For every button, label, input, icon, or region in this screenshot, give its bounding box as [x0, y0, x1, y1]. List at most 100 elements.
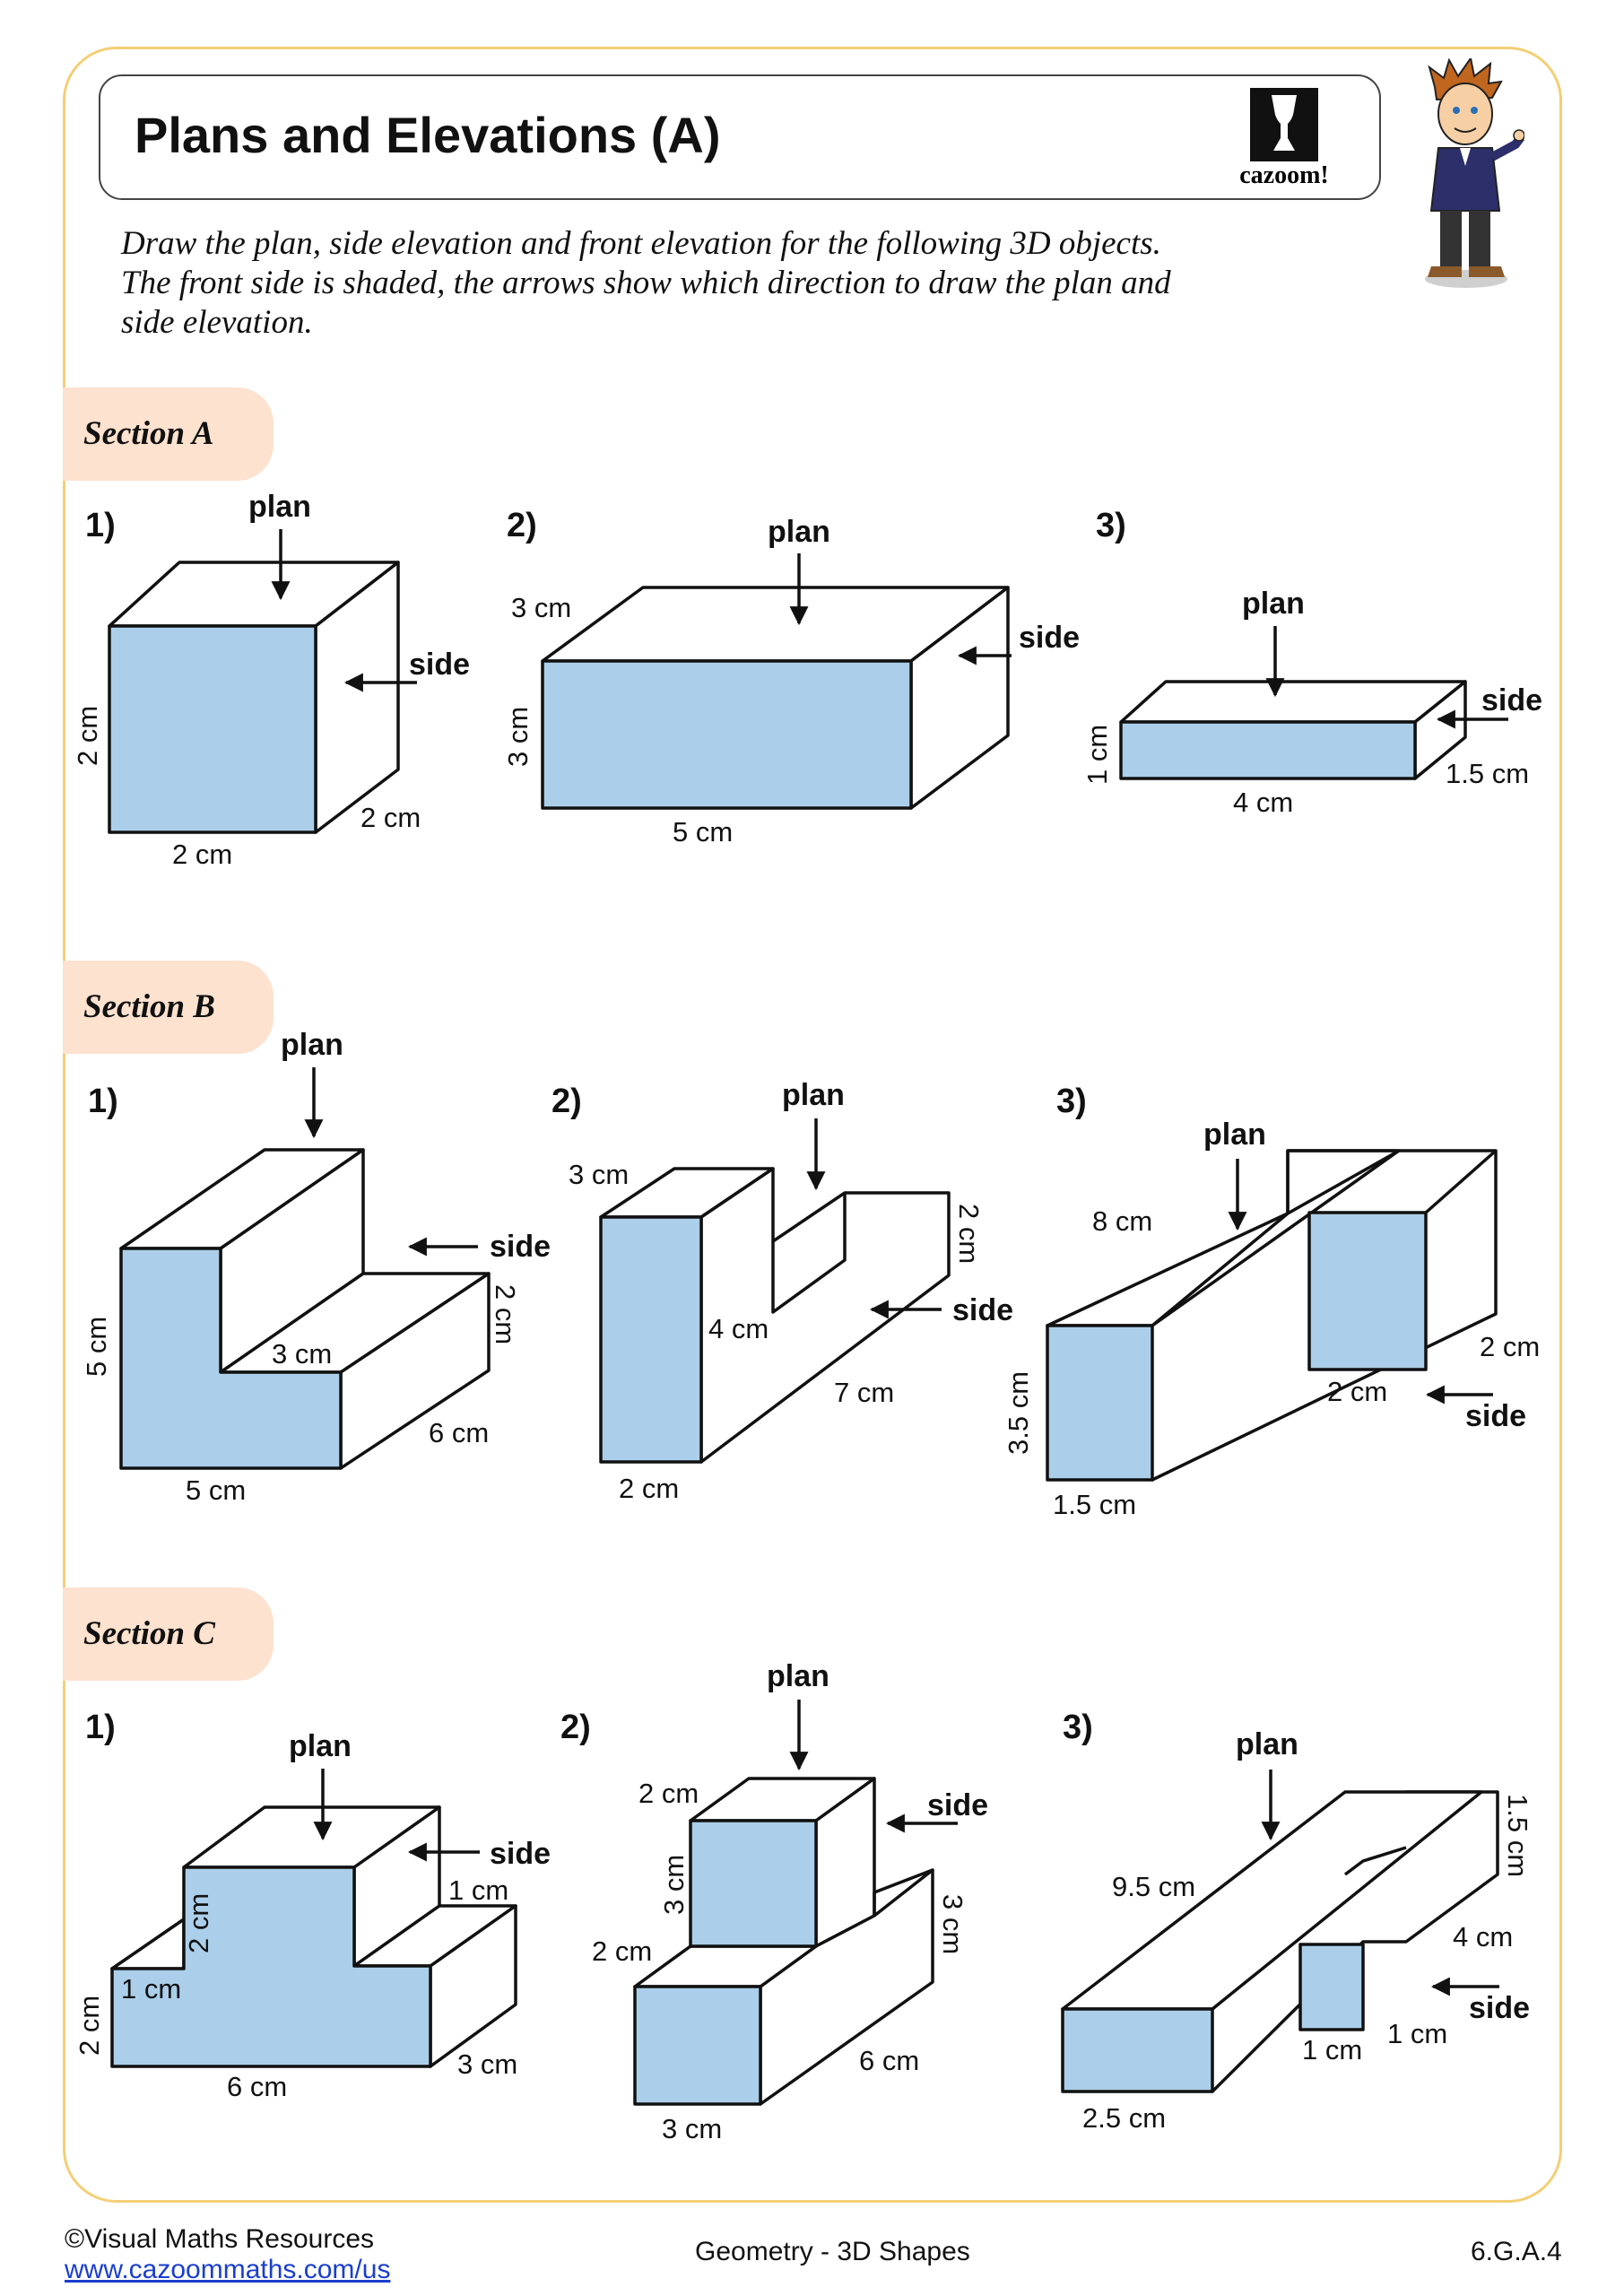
- section-c-tab: [63, 1587, 274, 1681]
- instructions-line-3: side elevation.: [121, 304, 313, 341]
- a2-width-label: 5 cm: [673, 816, 733, 848]
- inner-face: [1307, 1211, 1428, 1371]
- c3-mid-label: 4 cm: [1453, 1921, 1513, 1952]
- c1-left-step-label: 1 cm: [121, 1973, 181, 2005]
- page-frame: [63, 47, 1562, 2203]
- b2-inner-label: 4 cm: [708, 1313, 769, 1344]
- front-face: [110, 1866, 432, 2068]
- b3-height-label: 3.5 cm: [1003, 1371, 1034, 1455]
- a1-height-label: 2 cm: [72, 706, 103, 766]
- c3-length-label: 9.5 cm: [1112, 1871, 1195, 1902]
- c3-width-label: 2.5 cm: [1082, 2102, 1166, 2134]
- front-face: [1119, 720, 1417, 780]
- a2-plan-label: plan: [768, 515, 830, 549]
- b3-inner-width-label: 2 cm: [1327, 1376, 1387, 1407]
- c2-top-height-label: 3 cm: [658, 1855, 690, 1915]
- footer-website-link[interactable]: www.cazoommaths.com/us: [65, 2255, 391, 2284]
- section-c-q2-solid: [633, 1777, 934, 2106]
- b3-width-label: 1.5 cm: [1053, 1489, 1136, 1520]
- c2-plan-label: plan: [767, 1659, 829, 1693]
- instructions-line-2: The front side is shaded, the arrows sho…: [121, 265, 1171, 301]
- b2-top-depth-label: 3 cm: [569, 1159, 629, 1190]
- top-front-face: [689, 1819, 818, 1948]
- front-face: [599, 1215, 703, 1464]
- b2-width-label: 2 cm: [619, 1473, 679, 1504]
- c3-small-width-label: 1 cm: [1302, 2034, 1362, 2066]
- cazoom-logo: cazoom!: [1239, 88, 1329, 189]
- b1-height-label: 5 cm: [81, 1317, 112, 1377]
- front-face: [541, 659, 913, 810]
- b1-step-height-label: 2 cm: [490, 1284, 521, 1344]
- c3-tail-label: 1.5 cm: [1502, 1794, 1533, 1877]
- a3-side-label: side: [1481, 683, 1542, 718]
- b3-inner-height-label: 2 cm: [1480, 1331, 1540, 1362]
- logo-text: cazoom!: [1239, 161, 1329, 189]
- a2-height-label: 3 cm: [502, 707, 534, 767]
- b2-side-label: side: [952, 1293, 1013, 1327]
- section-a-q1-number: 1): [85, 507, 116, 544]
- section-c-q3-number: 3): [1063, 1709, 1093, 1746]
- c1-width-label: 6 cm: [227, 2071, 287, 2102]
- section-b-q2-number: 2): [551, 1083, 582, 1120]
- b2-depth-label: 7 cm: [834, 1377, 894, 1408]
- instructions-line-1: Draw the plan, side elevation and front …: [121, 225, 1161, 262]
- section-a-label: Section A: [83, 415, 214, 452]
- instructions: Draw the plan, side elevation and front …: [121, 224, 1341, 343]
- c3-side-label: side: [1469, 1991, 1530, 2025]
- front-face: [119, 1247, 343, 1470]
- section-b-q3-number: 3): [1056, 1083, 1087, 1120]
- section-c-q2-number: 2): [560, 1709, 591, 1746]
- front-face: [1061, 2007, 1214, 2093]
- section-b-q1-solid: [119, 1148, 491, 1470]
- section-a-q3-solid: [1119, 680, 1467, 780]
- c3-plan-label: plan: [1236, 1727, 1298, 1761]
- a1-depth-label: 2 cm: [360, 802, 421, 833]
- b3-length-label: 8 cm: [1092, 1205, 1152, 1237]
- front-face: [108, 624, 317, 834]
- b2-notch-height-label: 2 cm: [953, 1204, 985, 1264]
- front-face: [1046, 1324, 1154, 1482]
- c2-right-height-label: 3 cm: [937, 1894, 968, 1954]
- footer-topic: Geometry - 3D Shapes: [695, 2237, 970, 2266]
- c2-width-label: 3 cm: [662, 2113, 722, 2144]
- arrow-labels: plan side plan side plan side plan side …: [248, 490, 1542, 2025]
- c1-plan-label: plan: [289, 1729, 352, 1763]
- c1-depth-label: 3 cm: [457, 2048, 517, 2080]
- mascot-icon: [1425, 58, 1524, 288]
- b1-depth-label: 6 cm: [429, 1417, 489, 1448]
- c2-top-depth-label: 2 cm: [638, 1778, 699, 1809]
- footer-left: ©Visual Maths Resources www.cazoommaths.…: [65, 2224, 390, 2285]
- a3-depth-label: 1.5 cm: [1446, 758, 1529, 789]
- a3-plan-label: plan: [1242, 587, 1305, 621]
- b3-side-label: side: [1465, 1399, 1526, 1433]
- section-a-tab: [63, 387, 274, 481]
- b1-step-label: 3 cm: [272, 1338, 332, 1370]
- bottom-front-face: [633, 1985, 762, 2106]
- a1-side-label: side: [409, 648, 470, 682]
- direction-arrows: [271, 529, 1508, 1996]
- section-c-label: Section C: [83, 1615, 215, 1652]
- c1-side-label: side: [490, 1837, 551, 1871]
- section-b-label: Section B: [83, 988, 215, 1025]
- a1-plan-label: plan: [248, 490, 311, 524]
- c1-base-height-label: 2 cm: [74, 1996, 105, 2056]
- section-b-q2-solid: [599, 1167, 951, 1464]
- small-front-face: [1298, 1943, 1365, 2031]
- a2-depth-label: 3 cm: [511, 592, 571, 623]
- b1-plan-label: plan: [281, 1028, 343, 1062]
- b1-side-label: side: [490, 1230, 551, 1264]
- c2-depth-label: 6 cm: [859, 2045, 919, 2076]
- section-b-tab: [63, 961, 274, 1054]
- section-b-q3-solid: [1046, 1149, 1498, 1482]
- c1-top-height-label: 2 cm: [183, 1893, 214, 1953]
- a3-width-label: 4 cm: [1233, 787, 1293, 818]
- section-c-q1-number: 1): [85, 1709, 116, 1746]
- section-a-q3-number: 3): [1096, 507, 1126, 544]
- section-a-q2-number: 2): [507, 507, 537, 544]
- section-a-q2-solid: [541, 586, 1010, 810]
- footer-copyright: ©Visual Maths Resources: [65, 2224, 375, 2254]
- section-b-q1-number: 1): [88, 1083, 118, 1120]
- page-title: Plans and Elevations (A): [135, 107, 721, 163]
- a3-height-label: 1 cm: [1081, 725, 1113, 785]
- b3-plan-label: plan: [1203, 1118, 1266, 1152]
